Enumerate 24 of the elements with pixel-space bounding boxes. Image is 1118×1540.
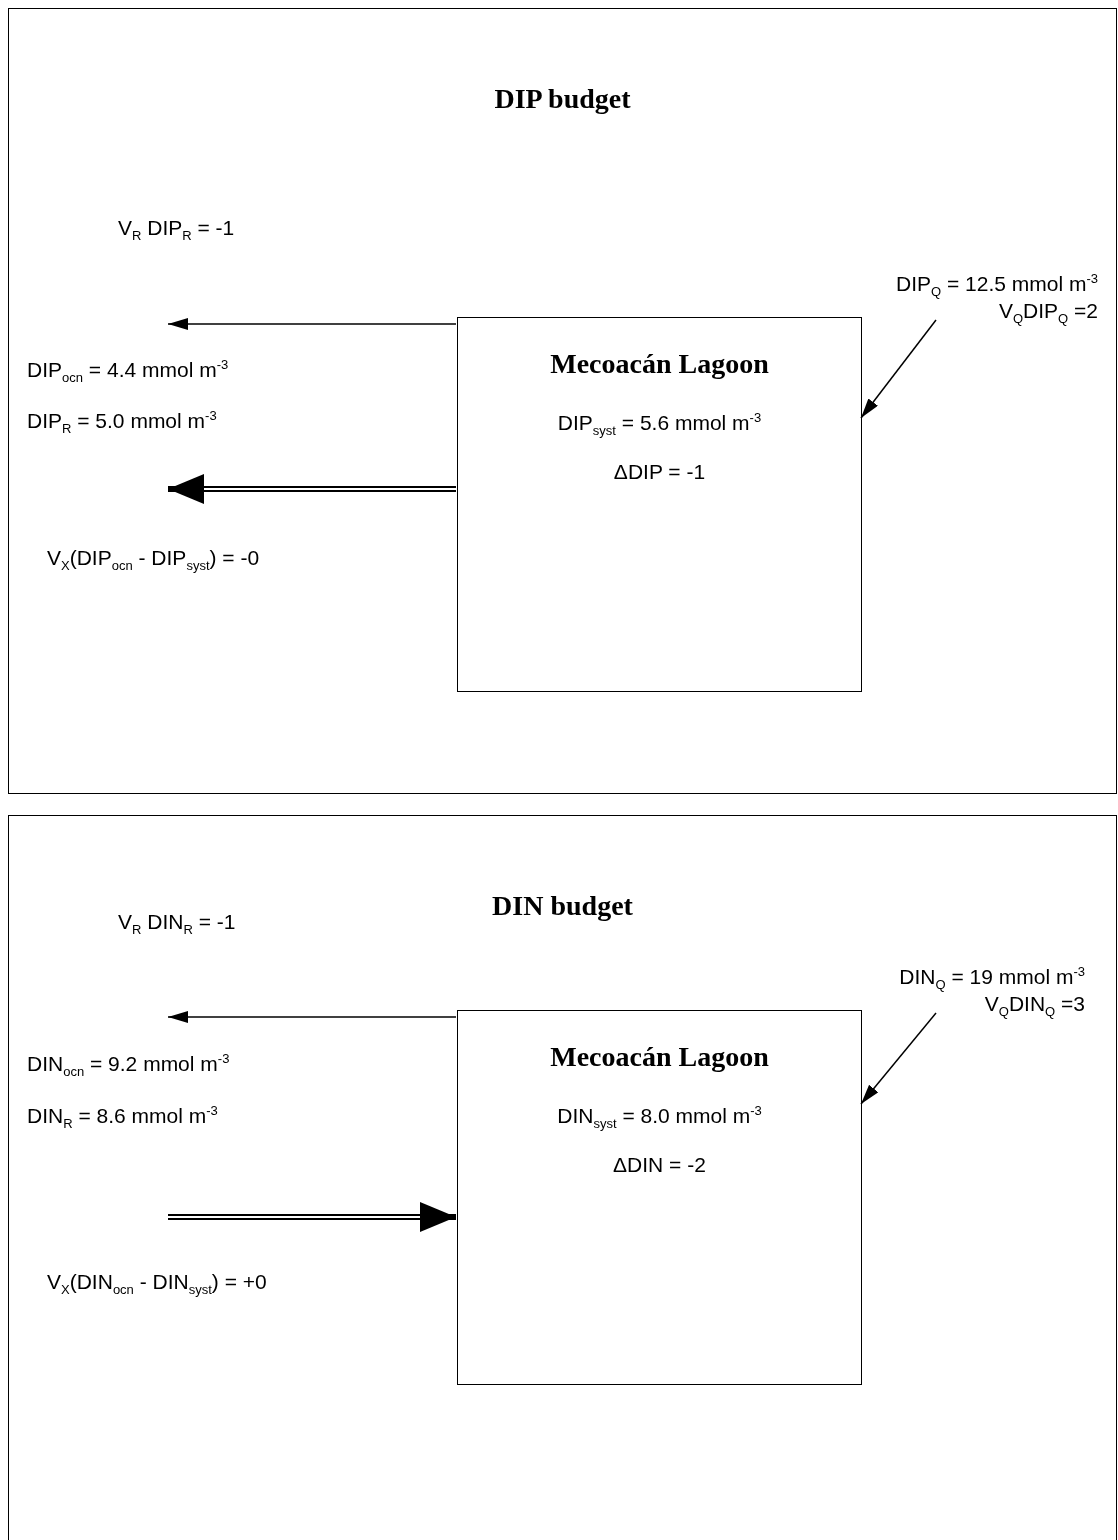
lagoon-box bbox=[457, 1010, 862, 1385]
equation-text: DIN$_{ocn}$ = 9.2 mmol m$^{-3}$ bbox=[27, 1051, 230, 1080]
concentration-text: DIN$_{syst}$ = 8.0 mmol m$^{-3}$ bbox=[557, 1103, 762, 1132]
box-title: Mecoacán Lagoon bbox=[550, 1041, 769, 1073]
lagoon-box bbox=[457, 317, 862, 692]
equation-text: DIP$_{ocn}$ = 4.4 mmol m$^{-3}$ bbox=[27, 357, 229, 386]
change-text: ΔDIP = -1 bbox=[613, 460, 706, 484]
change-text: ΔDIN = -2 bbox=[613, 1153, 706, 1177]
equation-text: DIN$_{Q}$ = 19 mmol m$^{-3}$ bbox=[899, 964, 1085, 993]
equation-text: V$_{R}$ DIN$_{R}$ = -1 bbox=[118, 910, 236, 938]
panel-frame bbox=[8, 8, 1117, 794]
concentration-text: DIP$_{syst}$ = 5.6 mmol m$^{-3}$ bbox=[557, 410, 762, 439]
equation-text: V$_{X}$(DIP$_{ocn}$ - DIP$_{syst}$) = -0 bbox=[47, 546, 260, 574]
equation-text: V$_{R}$ DIP$_{R}$ = -1 bbox=[118, 216, 235, 244]
equation-text: DIN$_{R}$ = 8.6 mmol m$^{-3}$ bbox=[27, 1103, 218, 1132]
equation-text: DIP$_{R}$ = 5.0 mmol m$^{-3}$ bbox=[27, 408, 217, 437]
equation-text: V$_{X}$(DIN$_{ocn}$ - DIN$_{syst}$) = +0 bbox=[47, 1270, 267, 1298]
equation-text: V$_{Q}$DIN$_{Q}$ =3 bbox=[984, 992, 1085, 1020]
equation-text: DIP$_{Q}$ = 12.5 mmol m$^{-3}$ bbox=[895, 271, 1098, 300]
panel-title: DIP budget bbox=[494, 83, 631, 115]
box-title: Mecoacán Lagoon bbox=[550, 348, 769, 380]
panel-frame bbox=[8, 815, 1117, 1540]
panel-title: DIN budget bbox=[492, 890, 633, 922]
equation-text: V$_{Q}$DIP$_{Q}$ =2 bbox=[998, 299, 1098, 327]
